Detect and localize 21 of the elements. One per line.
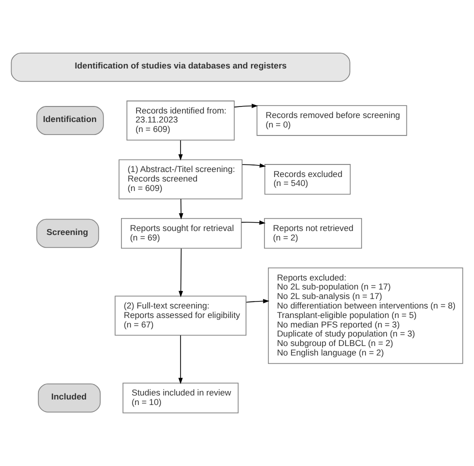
- node-box: Records excluded (n = 540): [264, 164, 351, 195]
- node-box: (1) Abstract-/Titel screening: Records screened (n = 609): [118, 159, 242, 200]
- node-box: Records removed before screening (n = 0): [256, 105, 408, 136]
- node-box: Included: [38, 383, 101, 412]
- node-box: Identification: [36, 106, 104, 136]
- arrow: [234, 104, 258, 108]
- arrow: [241, 220, 266, 225]
- node-box: Reports excluded: No 2L sub-population (n = 17) No 2L sub-analysis (n = 17) No differentiation between interventions (n = 8) Transplant-eligible population (n = 5) No median PFS reported (n = 3) Duplicate of study population (n = 3) No subgroup of DLBCL (n = 2) No English language (n = 2): [268, 267, 464, 364]
- arrow: [178, 140, 183, 161]
- node-box: Reports not retrieved (n = 2): [264, 218, 362, 249]
- node-box: Identification of studies via databases and registers: [10, 52, 350, 82]
- node-box: Reports sought for retrieval (n = 69): [121, 218, 242, 249]
- node-box: Screening: [36, 218, 100, 248]
- arrow: [178, 335, 183, 384]
- arrow: [246, 298, 270, 304]
- arrow: [242, 163, 266, 168]
- arrow: [178, 198, 184, 220]
- arrow: [178, 248, 183, 298]
- node-box: (2) Full-text screening: Reports assessed for eligibility (n = 67): [114, 296, 246, 336]
- node-box: Records identified from: 23.11.2023 (n = 609): [126, 100, 235, 141]
- node-box: Studies included in review (n = 10): [122, 382, 239, 414]
